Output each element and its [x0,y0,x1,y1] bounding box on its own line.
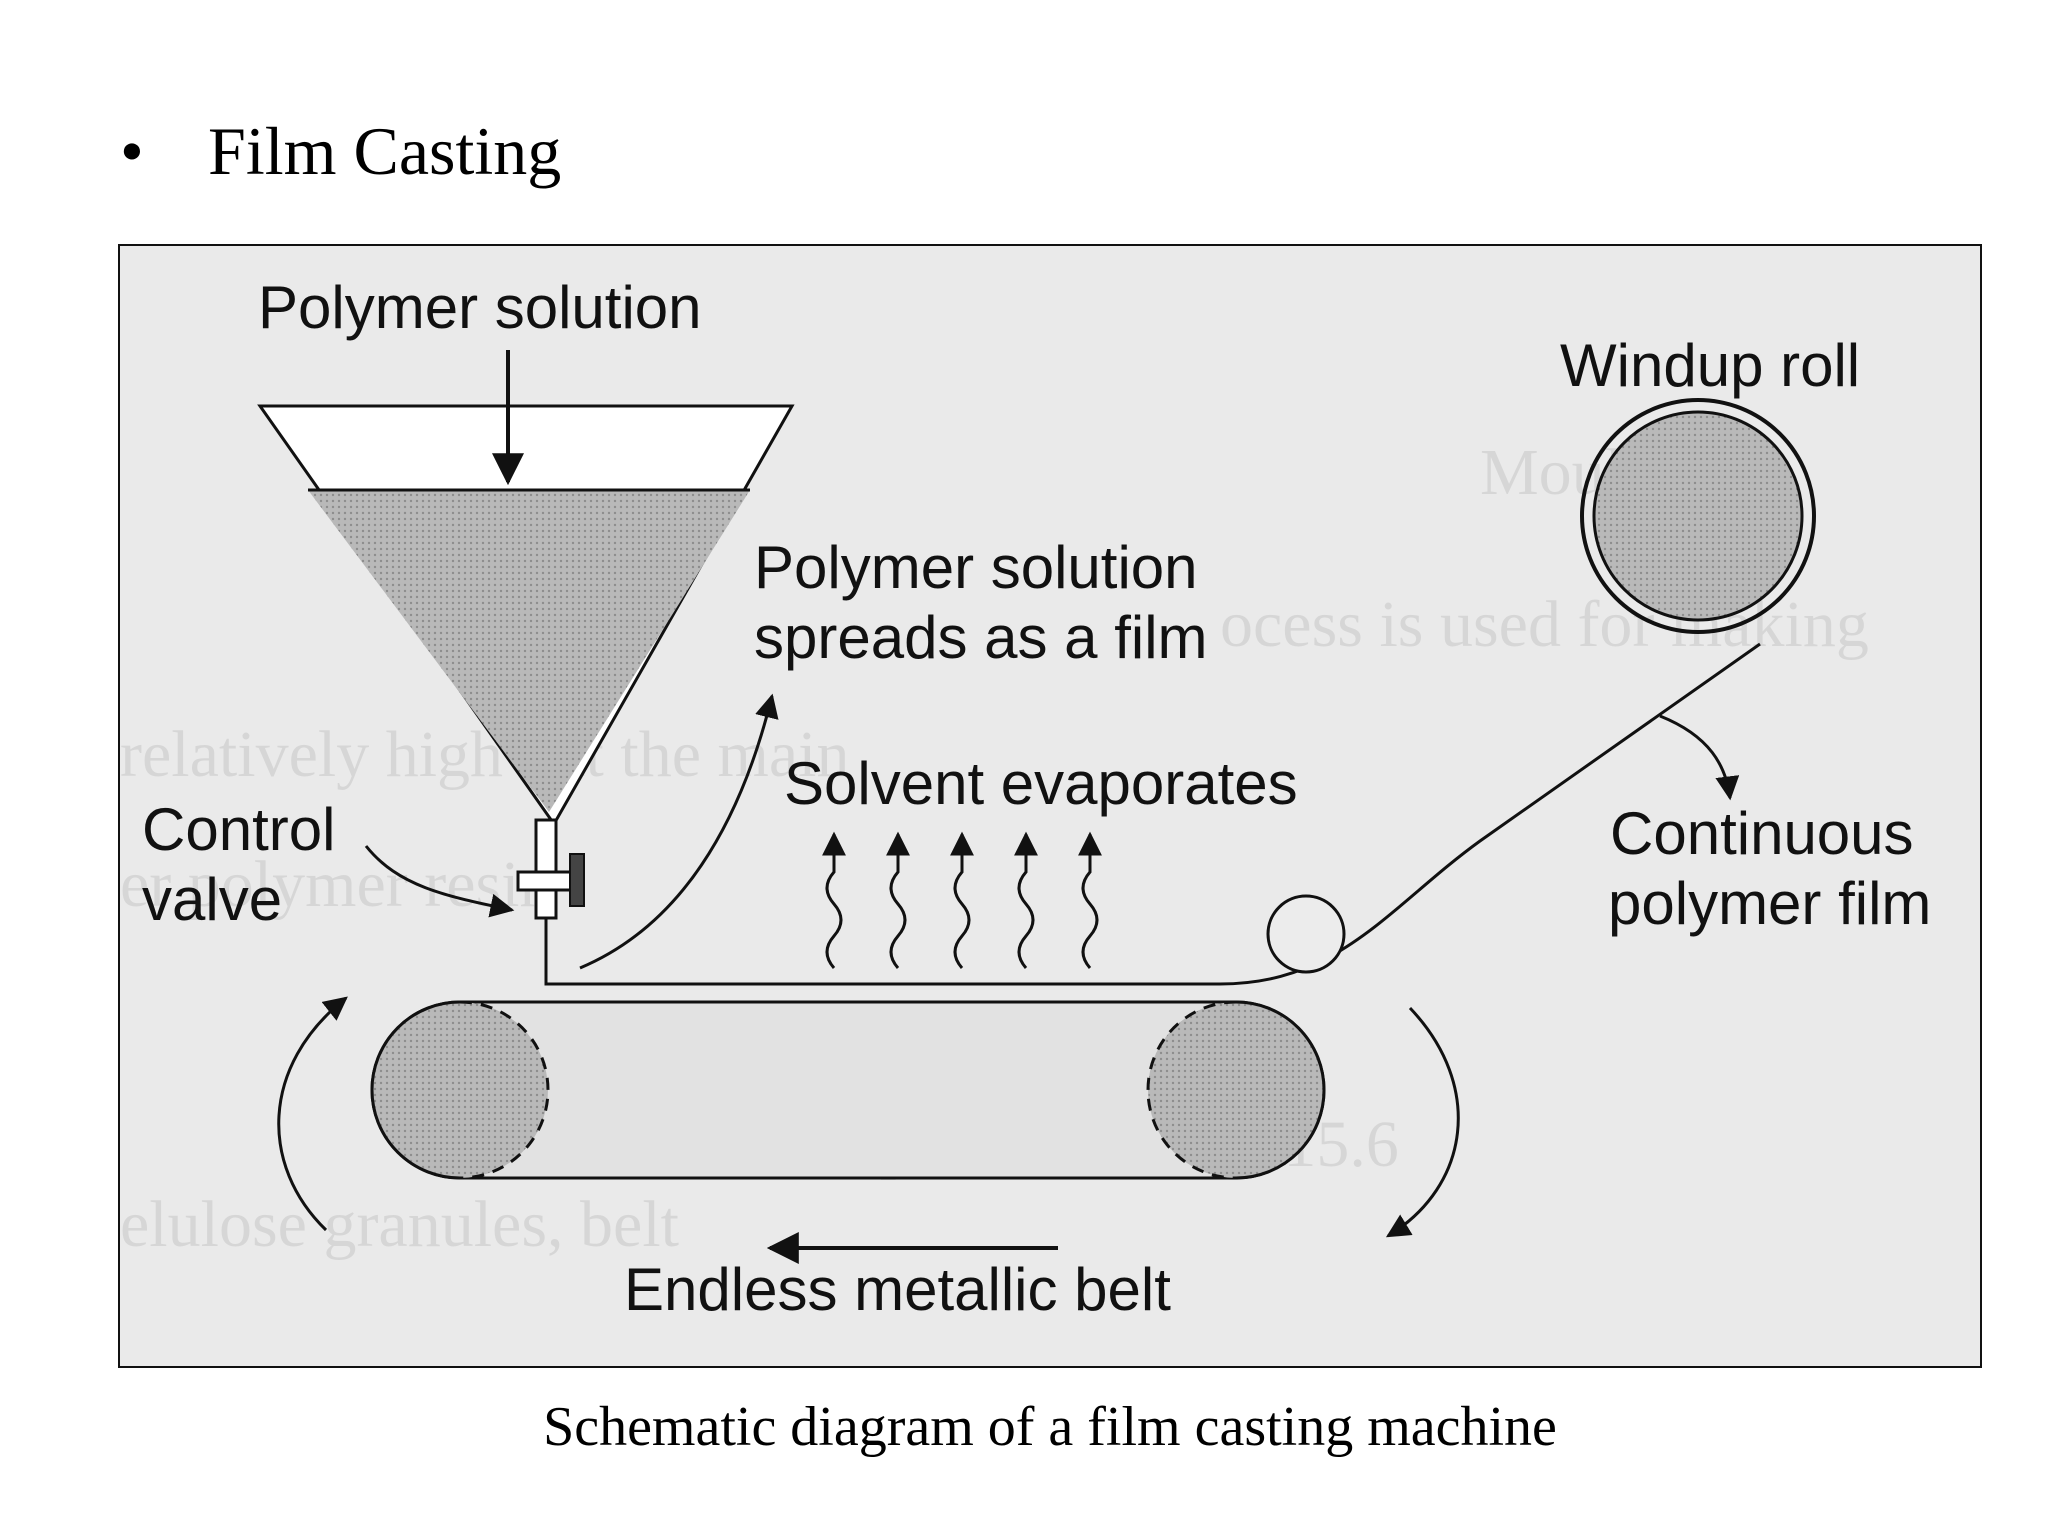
evaporation-arrows [822,831,1102,969]
diagram-frame: Moulding of the ocess is used for making… [118,244,1982,1368]
svg-text:relatively high but the main: relatively high but the main [120,718,849,791]
evaporation-arrow [950,831,974,969]
valve-body [516,870,574,892]
label-solvent-evaporates: Solvent evaporates [784,750,1298,817]
svg-text:er polymer resin: er polymer resin [120,848,553,921]
label-continuous-line1: Continuous [1610,800,1914,867]
endless-metallic-belt [370,1000,1326,1180]
hopper-nozzle [534,818,558,920]
label-control-line1: Control [142,796,335,863]
valve-handle [569,853,585,907]
guide-roller [1266,894,1346,974]
left-rotation-arrow [277,996,348,1232]
windup-roll [1580,398,1816,634]
label-polymer-solution: Polymer solution [258,274,702,341]
hopper [257,350,795,920]
windup-roll-outer [1580,398,1816,634]
evaporation-arrow [886,831,910,969]
slide-heading: Film Casting [208,113,562,189]
label-endless-belt: Endless metallic belt [624,1256,1171,1323]
bullet-heading: • Film Casting [120,112,561,191]
label-spreads-line2: spreads as a film [754,604,1208,671]
control-valve [364,845,585,918]
evaporation-arrow [822,831,846,969]
control-valve-pointer-arrow [364,845,515,918]
label-control-line2: valve [142,866,282,933]
svg-text:ocess is used for making: ocess is used for making [1220,588,1869,661]
film-path [544,642,1761,986]
svg-text:elulose granules, belt: elulose granules, belt [120,1188,679,1261]
left-pulley-solid-edge [370,1000,461,1180]
continuous-film-pointer-arrow [1659,714,1740,801]
hopper-solution-fill [308,490,750,812]
label-continuous-line2: polymer film [1608,870,1931,937]
left-pulley-dashed-edge [459,1000,550,1180]
left-pulley [372,1002,548,1178]
right-pulley-dashed-edge [1146,1000,1237,1180]
windup-roll-inner [1592,410,1804,622]
figure-caption: Schematic diagram of a film casting mach… [543,1396,1557,1458]
label-spreads-line1: Polymer solution [754,534,1198,601]
spreads-as-film-arrow [579,693,779,970]
right-pulley-solid-edge [1235,1000,1326,1180]
label-windup-roll: Windup roll [1560,332,1860,399]
right-rotation-arrow [1385,1006,1460,1238]
film-casting-diagram: Moulding of the ocess is used for making… [120,274,1931,1323]
evaporation-arrow [1078,831,1102,969]
bullet-symbol: • [120,113,144,189]
evaporation-arrow [1014,831,1038,969]
right-pulley [1148,1002,1324,1178]
